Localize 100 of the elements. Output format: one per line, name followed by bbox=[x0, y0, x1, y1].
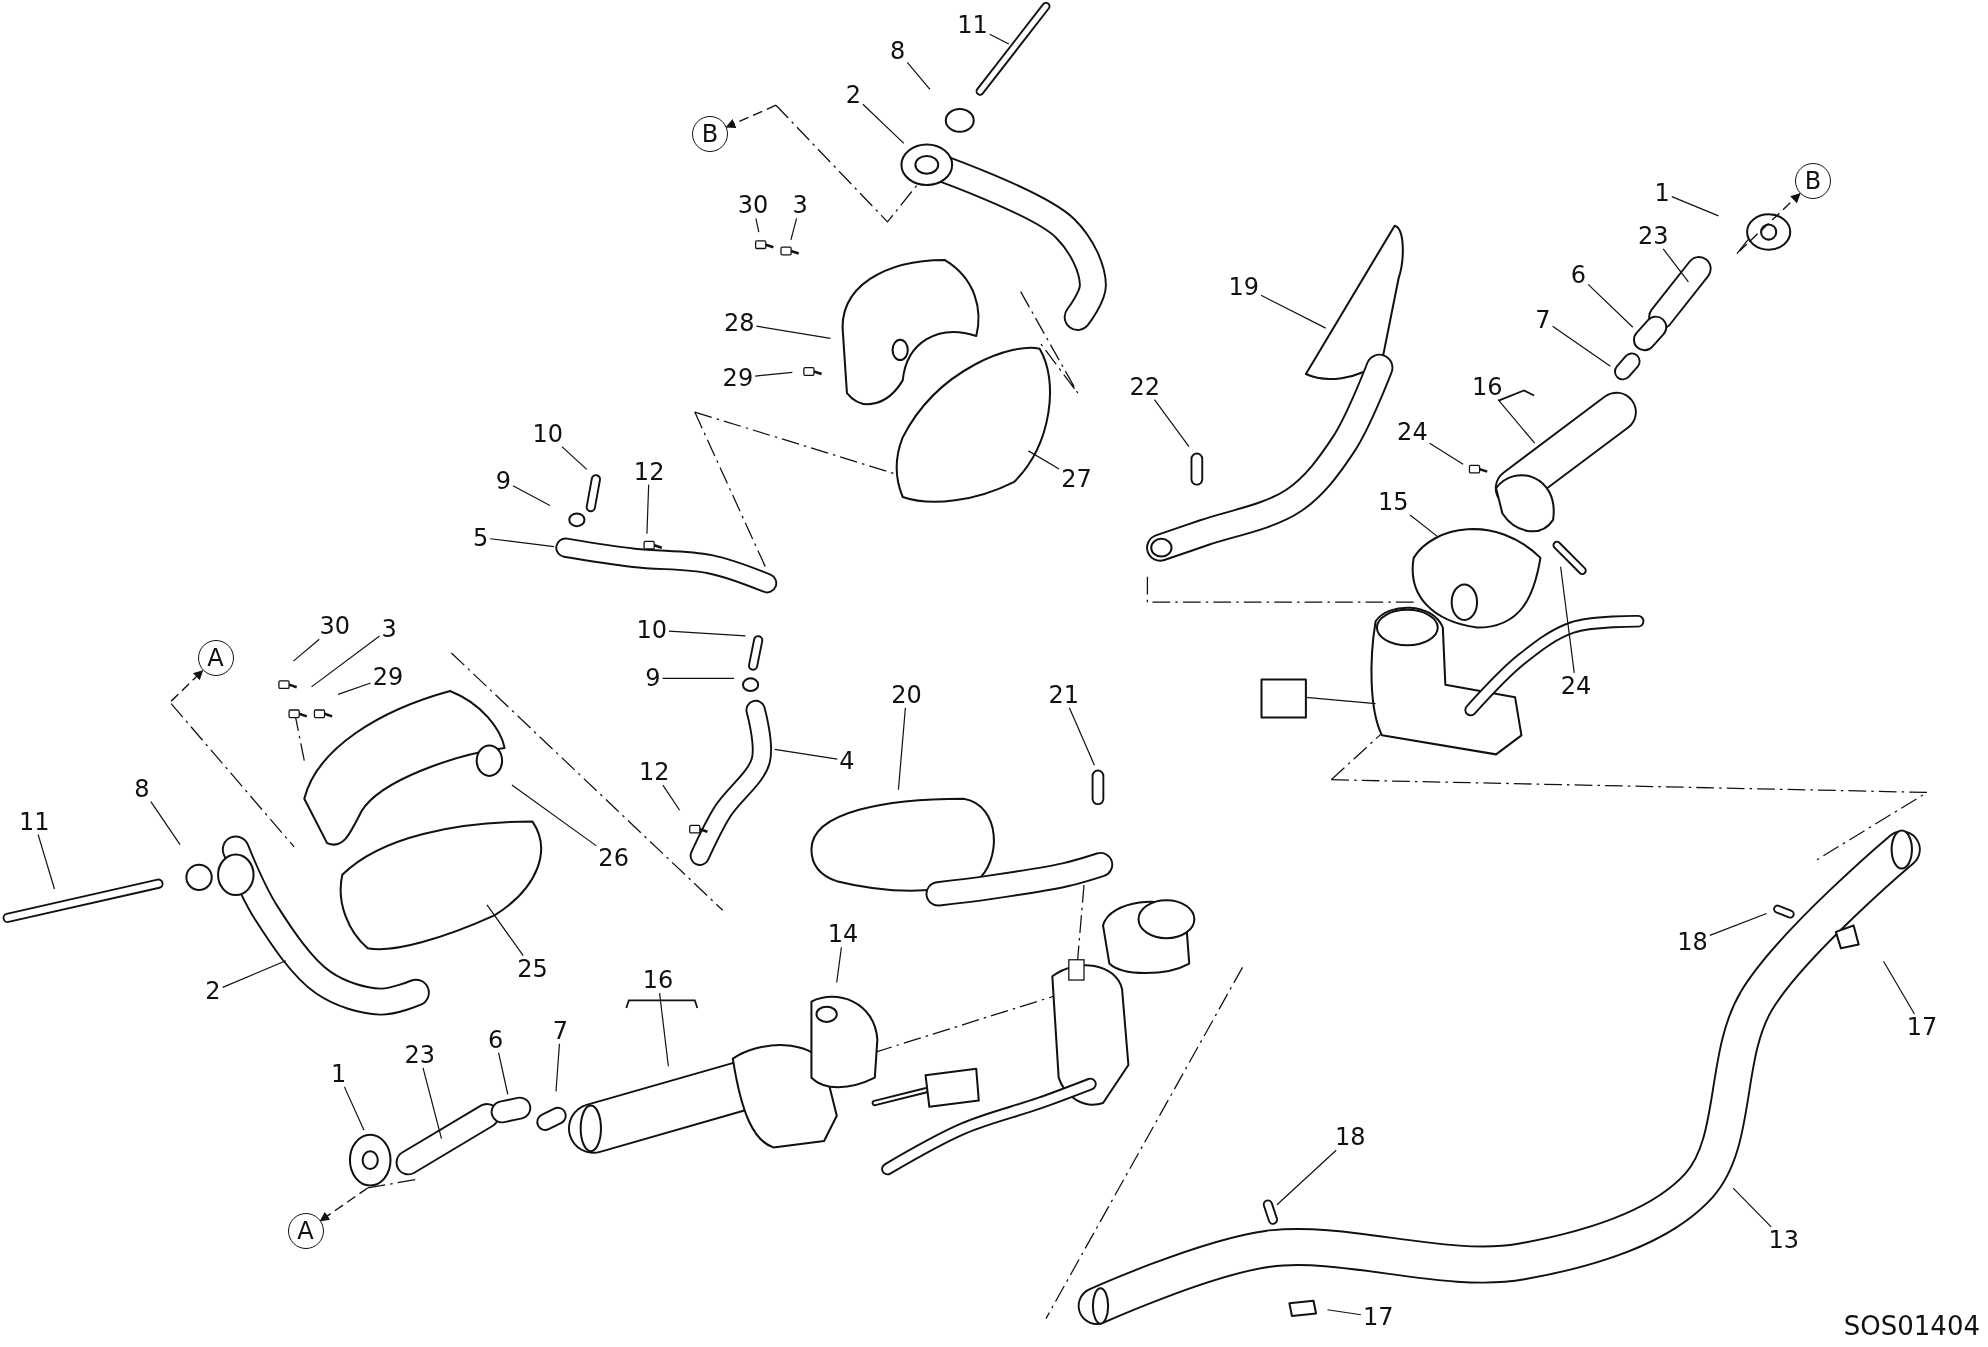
leader-line bbox=[222, 960, 287, 988]
leader-line bbox=[662, 677, 735, 679]
leader-line bbox=[1497, 399, 1536, 444]
reference-circle: A bbox=[197, 640, 234, 676]
reference-arrow bbox=[170, 669, 204, 702]
callout-number: 28 bbox=[721, 310, 757, 337]
leader-line bbox=[1882, 960, 1916, 1015]
leader-line bbox=[511, 784, 597, 847]
leader-line bbox=[489, 538, 555, 548]
leader-line bbox=[422, 1067, 443, 1140]
leader-line bbox=[1671, 196, 1720, 217]
callout-number: 15 bbox=[1376, 489, 1411, 516]
callout-number: 20 bbox=[889, 681, 924, 708]
callout-number: 27 bbox=[1059, 466, 1094, 493]
callout-number: 29 bbox=[720, 364, 756, 391]
leader-line bbox=[662, 784, 681, 811]
callout-number: 16 bbox=[640, 967, 676, 994]
callout-number: 7 bbox=[550, 1017, 571, 1044]
leader-line bbox=[1409, 514, 1439, 538]
callout-number: 24 bbox=[1395, 419, 1430, 446]
leader-line bbox=[836, 946, 842, 984]
callout-number: 8 bbox=[132, 775, 152, 802]
callout-number: 24 bbox=[1558, 672, 1594, 699]
leader-line bbox=[150, 801, 181, 846]
leader-line bbox=[1587, 283, 1634, 328]
reference-arrow bbox=[1738, 193, 1801, 252]
callout-number: 13 bbox=[1766, 1226, 1802, 1253]
leader-line bbox=[668, 630, 746, 637]
reference-arrow bbox=[319, 1187, 369, 1222]
leader-line bbox=[1027, 450, 1060, 470]
callout-number: 2 bbox=[203, 978, 223, 1005]
callout-number: 11 bbox=[955, 12, 990, 39]
leader-line bbox=[862, 103, 905, 144]
callout-number: 29 bbox=[370, 664, 406, 691]
callout-number: 23 bbox=[1636, 222, 1671, 249]
callout-number: 17 bbox=[1360, 1304, 1396, 1331]
callout-number: 9 bbox=[493, 467, 513, 494]
callout-number: 16 bbox=[1469, 373, 1505, 400]
leader-line bbox=[1260, 294, 1327, 329]
callout-number: 4 bbox=[837, 747, 857, 774]
leader-line bbox=[906, 61, 931, 91]
callout-number: 6 bbox=[1568, 262, 1589, 289]
leader-line bbox=[1153, 399, 1190, 448]
callout-number: 11 bbox=[16, 808, 52, 835]
callout-number: 18 bbox=[1333, 1124, 1368, 1151]
callout-number: 22 bbox=[1127, 373, 1163, 400]
leader-line bbox=[37, 833, 56, 890]
callout-number: 6 bbox=[486, 1026, 506, 1053]
callout-number: 10 bbox=[634, 617, 669, 644]
callout-number: 12 bbox=[636, 759, 672, 786]
reference-arrow bbox=[725, 104, 777, 128]
leader-line bbox=[1326, 1309, 1362, 1316]
leader-line bbox=[497, 1052, 509, 1095]
callout-number: 30 bbox=[735, 192, 771, 219]
leader-line bbox=[561, 446, 588, 470]
leader-line bbox=[1276, 1149, 1337, 1206]
callout-number: 26 bbox=[596, 845, 631, 872]
leader-line bbox=[1552, 325, 1611, 367]
leader-line bbox=[310, 635, 381, 688]
callout-number: 3 bbox=[379, 615, 399, 642]
leader-line bbox=[790, 217, 798, 241]
leader-line bbox=[1662, 248, 1689, 283]
leader-line bbox=[343, 1086, 365, 1131]
leader-line bbox=[774, 748, 838, 760]
leader-line bbox=[989, 33, 1010, 45]
leader-line bbox=[555, 1043, 561, 1093]
leader-line bbox=[754, 371, 793, 377]
callout-number: 10 bbox=[530, 420, 565, 447]
callout-number: 2 bbox=[843, 82, 863, 109]
drawing-code: SOS01404 bbox=[1843, 1311, 1980, 1341]
leader-line bbox=[755, 217, 760, 233]
leader-line bbox=[1068, 707, 1095, 766]
leader-line bbox=[1560, 566, 1575, 674]
callout-number: 3 bbox=[790, 192, 810, 219]
leader-line bbox=[292, 638, 320, 662]
callout-number: 23 bbox=[402, 1041, 437, 1068]
leader-line bbox=[897, 707, 906, 791]
leader-line bbox=[1709, 912, 1768, 936]
callout-number: 12 bbox=[631, 458, 667, 485]
callout-number: 25 bbox=[515, 955, 550, 982]
leader-line bbox=[1732, 1187, 1772, 1228]
leader-line bbox=[337, 682, 372, 695]
callout-number: 8 bbox=[888, 37, 908, 64]
reference-circle: A bbox=[287, 1213, 324, 1250]
callout-number: 14 bbox=[825, 921, 861, 948]
leader-line bbox=[755, 325, 832, 339]
callout-number: 21 bbox=[1046, 681, 1081, 708]
leader-line bbox=[486, 904, 524, 957]
callout-number: 5 bbox=[470, 524, 491, 551]
leader-line bbox=[646, 484, 650, 535]
reference-circle: B bbox=[1795, 163, 1832, 200]
callout-number: 18 bbox=[1675, 929, 1710, 955]
callout-number: 30 bbox=[317, 613, 352, 640]
callout-number: 1 bbox=[328, 1060, 349, 1087]
reference-circle: B bbox=[692, 116, 728, 153]
callout-number: 1 bbox=[1652, 179, 1672, 206]
leader-line bbox=[1429, 442, 1464, 465]
leader-line bbox=[659, 992, 669, 1067]
leader-line bbox=[512, 485, 551, 507]
callout-number: 9 bbox=[643, 665, 663, 692]
